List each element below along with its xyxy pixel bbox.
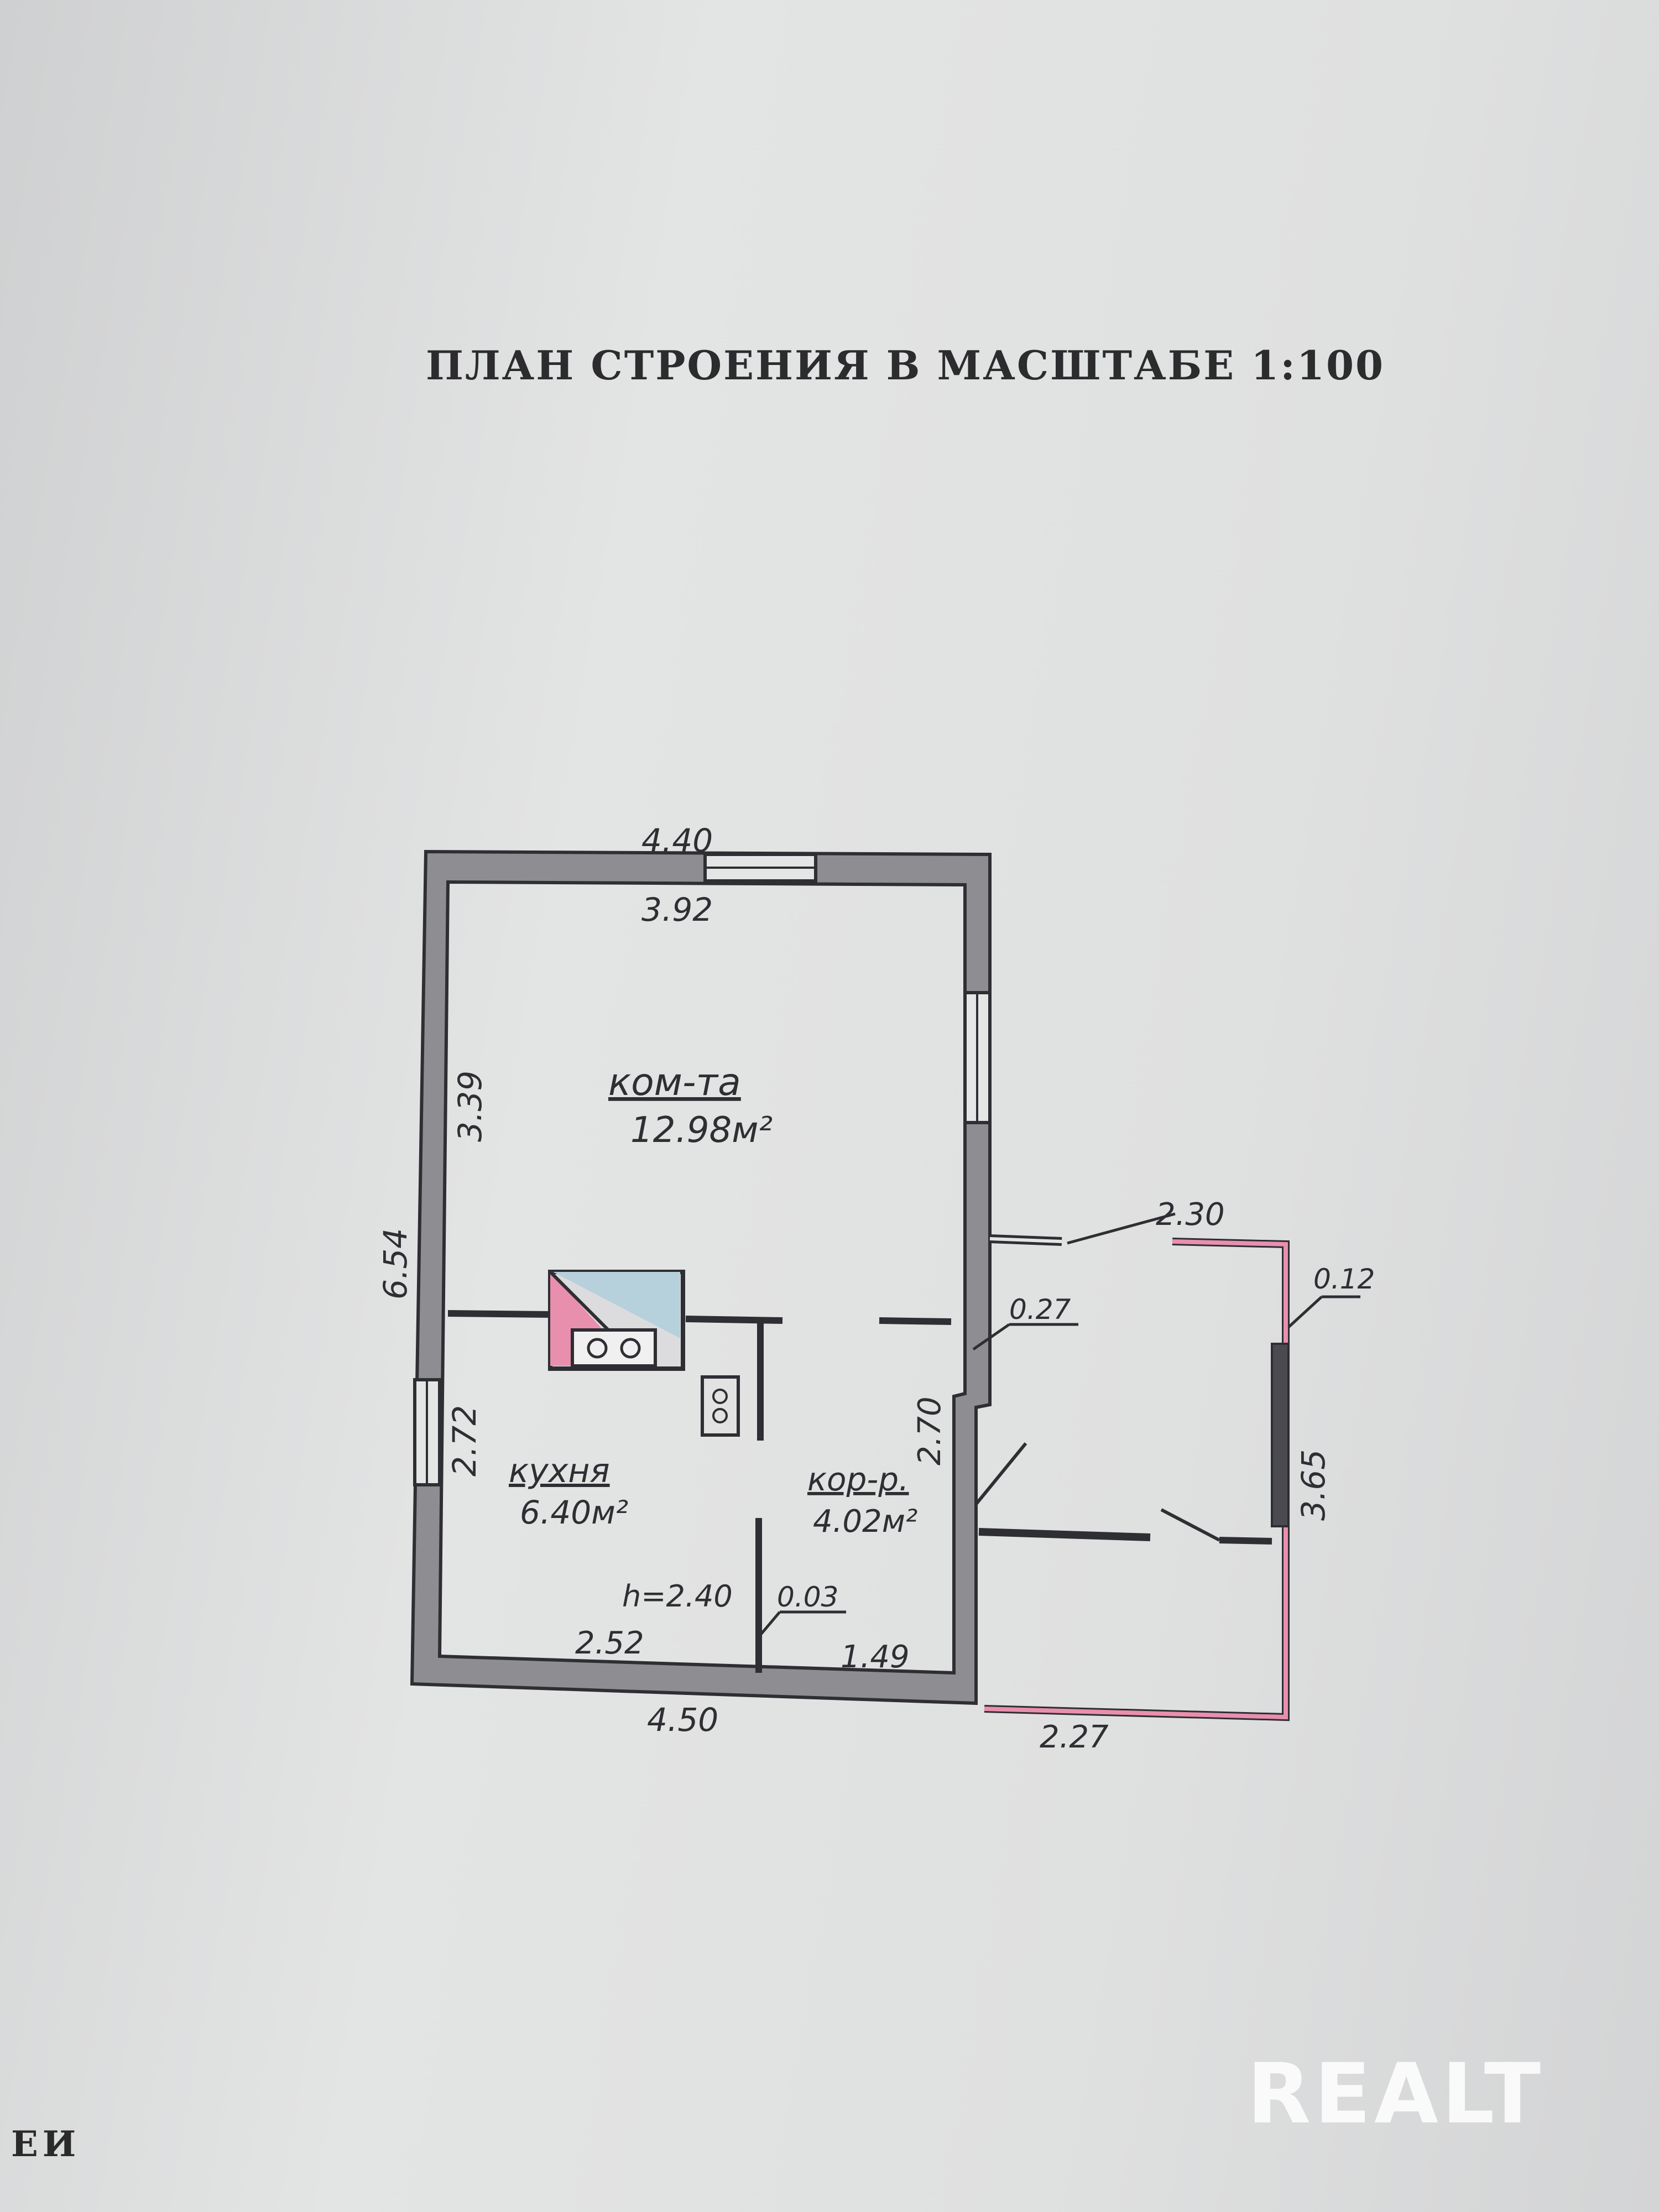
dim-partition-thickness: 0.03: [777, 1581, 838, 1613]
living-room-name: ком-та: [608, 1061, 741, 1104]
dim-veranda-wall: 0.12: [1313, 1263, 1375, 1295]
dim-left-upper-inner: 3.39: [451, 1071, 489, 1142]
partition-middle: [685, 1316, 783, 1324]
corridor-name: кор-р.: [807, 1460, 909, 1498]
house-outer-walls: [410, 849, 992, 1705]
stove-burners: [571, 1328, 657, 1368]
partition-corridor-door: [879, 1317, 952, 1325]
dim-top-outer: 4.40: [641, 822, 713, 859]
stove-blue-fill: [553, 1272, 680, 1338]
dim-left-outer: 6.54: [377, 1228, 414, 1300]
partition-left: [447, 1310, 551, 1318]
veranda-partition: [978, 1528, 1151, 1541]
veranda-window: [1271, 1343, 1290, 1527]
dim-ceiling-height: h=2.40: [622, 1579, 733, 1614]
dim-top-inner: 3.92: [641, 891, 713, 928]
dim-bottom-left-inner: 2.52: [575, 1625, 644, 1661]
dim-bottom-outer: 4.50: [647, 1701, 718, 1739]
door-swing-1: [974, 1442, 1027, 1505]
dim-veranda-side: 3.65: [1295, 1449, 1332, 1521]
footer-text-fragment: ЕИ: [11, 2124, 81, 2165]
kitchen-area: 6.40м²: [520, 1494, 628, 1531]
dim-veranda-top: 2.30: [1156, 1197, 1225, 1233]
veranda-right-stub: [1219, 1537, 1272, 1545]
dim-left-lower-inner: 2.72: [446, 1405, 483, 1477]
realt-watermark: REALT: [1247, 2046, 1545, 2142]
door-swing-2: [1160, 1508, 1220, 1542]
corridor-area: 4.02м²: [813, 1504, 917, 1540]
gas-cooktop: [701, 1375, 740, 1437]
dim-bottom-right-inner: 1.49: [841, 1639, 910, 1675]
dim-wall-thickness: 0.27: [1009, 1293, 1071, 1326]
plan-title: ПЛАН СТРОЕНИЯ В МАСШТАБЕ 1:100: [426, 342, 1385, 389]
dim-veranda-bottom: 2.27: [1040, 1719, 1109, 1755]
kitchen-name: кухня: [509, 1452, 610, 1490]
dim-corridor-height: 2.70: [912, 1396, 948, 1465]
living-room-area: 12.98м²: [630, 1110, 773, 1151]
